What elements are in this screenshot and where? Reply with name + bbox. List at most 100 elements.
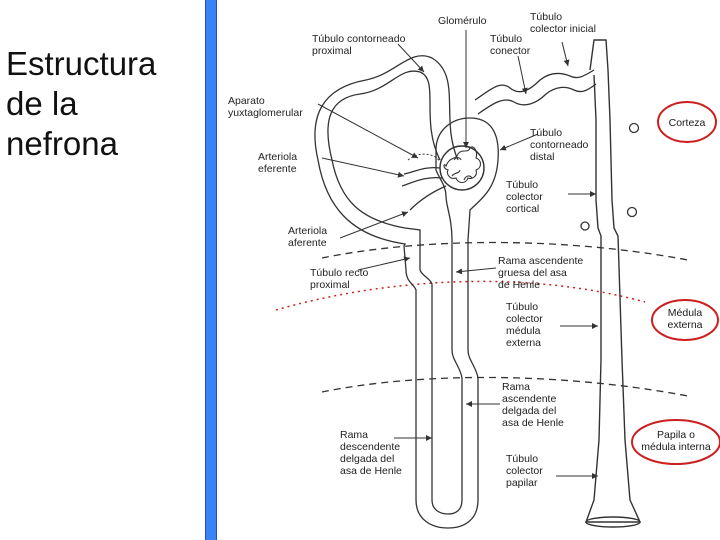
label-line: Rama ascendente — [498, 255, 583, 267]
label-line: médula interna — [641, 441, 711, 453]
label-line: médula — [506, 325, 541, 337]
label-line: eferente — [258, 163, 297, 175]
zone-ellipse-papila — [631, 419, 720, 465]
glomerulus-tuft — [443, 146, 482, 184]
efferent-arteriole — [403, 166, 441, 175]
label-line: proximal — [310, 279, 350, 291]
connecting-tubule — [474, 69, 595, 101]
label-line: proximal — [312, 45, 352, 57]
label-line: externa — [506, 337, 541, 349]
label-line: conector — [490, 45, 531, 57]
label-glomerulo: Glomérulo — [438, 15, 487, 27]
leader-line — [517, 55, 528, 95]
label-line: colector — [506, 465, 543, 477]
label-line: Arteriola — [258, 151, 297, 163]
loop-of-henle-ascending — [467, 270, 479, 379]
label-line: descendente — [340, 441, 400, 453]
connecting-tubule — [477, 83, 597, 115]
collecting-duct — [585, 39, 642, 523]
label-line: papilar — [506, 477, 538, 489]
label-line: Túbulo — [490, 33, 522, 45]
leader-line — [317, 103, 419, 159]
label-line: Túbulo — [530, 127, 562, 139]
label-line: aferente — [288, 237, 327, 249]
bowman-capsule — [439, 145, 485, 191]
label-line: cortical — [506, 203, 539, 215]
leader-line — [357, 256, 411, 271]
label-line: colector — [506, 191, 543, 203]
label-line: Médula — [668, 307, 703, 319]
loop-of-henle-outer — [405, 269, 479, 529]
loop-of-henle-descending — [419, 269, 463, 515]
label-line: externa — [667, 319, 702, 331]
label-line: Rama — [340, 429, 368, 441]
leader-line — [321, 157, 405, 178]
glomerulus-tuft — [451, 157, 473, 181]
label-line: delgada del — [340, 453, 394, 465]
label-line: Aparato — [228, 95, 265, 107]
label-line: Papila o — [657, 429, 695, 441]
collecting-duct-branch — [580, 221, 590, 231]
zone-ellipse-corteza — [657, 101, 717, 143]
label-corteza: Corteza — [669, 117, 706, 129]
proximal-convoluted-tubule — [327, 70, 441, 270]
leader-line — [339, 211, 409, 239]
label-line: Túbulo contorneado — [312, 33, 406, 45]
distal-tubule — [435, 117, 499, 270]
papilla-opening — [585, 516, 641, 528]
blue-divider-bar — [205, 0, 217, 540]
leader-line — [397, 43, 425, 73]
label-line: ascendente — [502, 393, 556, 405]
label-line: Túbulo — [506, 179, 538, 191]
efferent-arteriole — [401, 176, 443, 187]
label-line: Túbulo — [506, 301, 538, 313]
slide-title: Estructura de la nefrona — [6, 45, 157, 162]
juxtaglomerular-apparatus — [407, 153, 441, 163]
label-line: gruesa del asa — [498, 267, 567, 279]
label-line: Glomérulo — [438, 15, 487, 27]
label-line: asa de Henle — [340, 465, 402, 477]
label-line: Túbulo — [506, 453, 538, 465]
label-line: colector — [506, 313, 543, 325]
leader-line — [561, 41, 570, 67]
zone-ellipse-medula-externa — [651, 299, 719, 341]
cortex-boundary-line — [321, 241, 689, 261]
label-line: contorneado — [530, 139, 589, 151]
leader-line — [455, 267, 497, 275]
label-line: distal — [530, 151, 555, 163]
inner-medulla-boundary-line — [321, 376, 689, 397]
label-line: Arteriola — [288, 225, 327, 237]
label-line: yuxtaglomerular — [228, 107, 303, 119]
loop-of-henle-ascending — [451, 270, 463, 379]
label-line: de Henle — [498, 279, 540, 291]
collecting-duct-branch — [626, 206, 638, 218]
label-line: Corteza — [669, 117, 706, 129]
label-line: Túbulo — [530, 11, 562, 23]
proximal-convoluted-tubule — [314, 55, 459, 271]
collecting-duct-branch — [628, 122, 640, 134]
label-line: colector inicial — [530, 23, 596, 35]
label-line: Túbulo recto — [310, 267, 369, 279]
leader-line — [499, 133, 539, 151]
label-line: asa de Henle — [502, 417, 564, 429]
label-line: delgada del — [502, 405, 556, 417]
label-line: Rama — [502, 381, 530, 393]
afferent-arteriole — [409, 185, 447, 211]
